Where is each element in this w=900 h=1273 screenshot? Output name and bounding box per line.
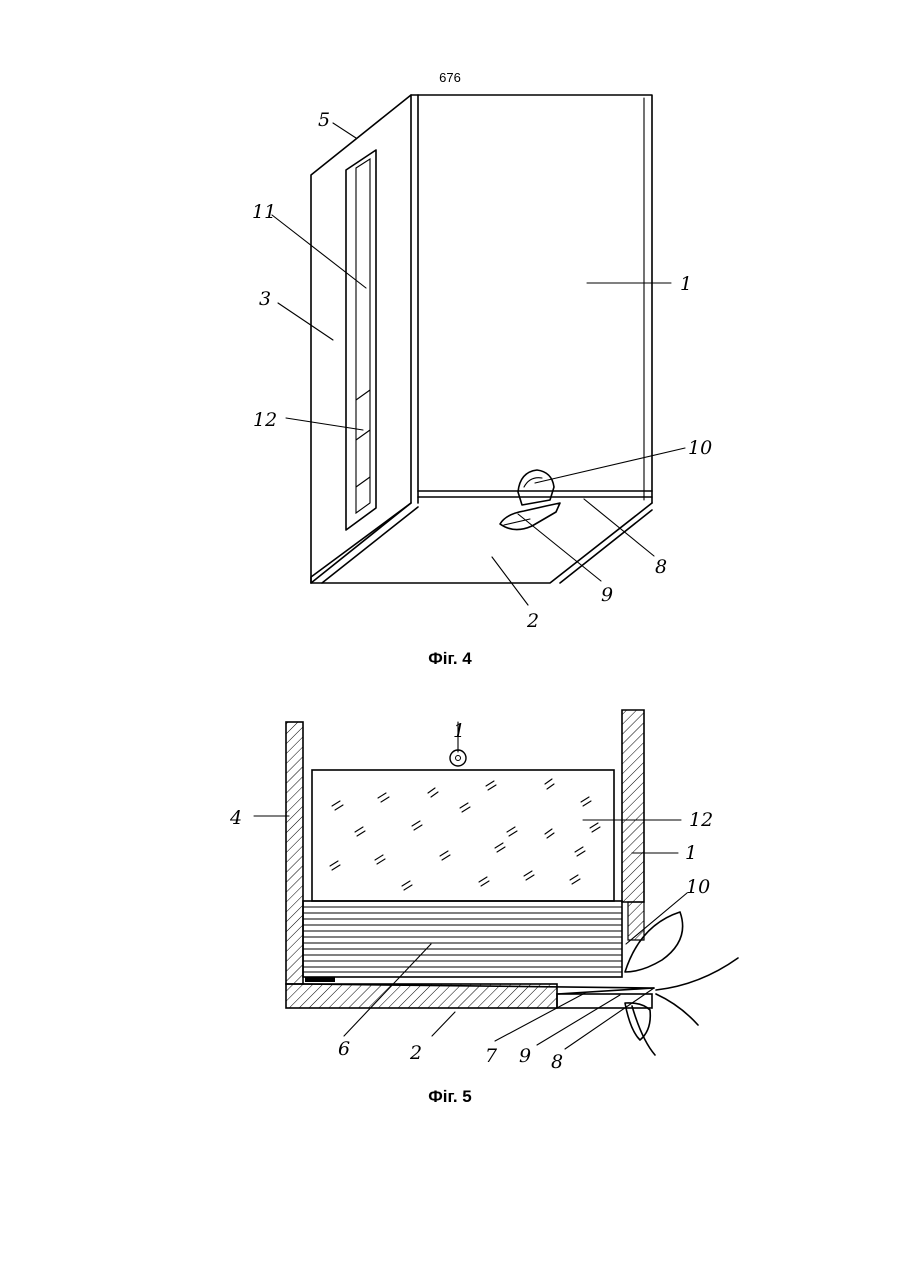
label-1: 1	[680, 273, 692, 295]
figure-5-caption: Фіг. 5	[0, 1087, 900, 1107]
figure-5-drawing	[254, 710, 738, 1055]
goods-stack	[303, 901, 622, 977]
label-4: 4	[229, 807, 242, 829]
right-wall	[622, 710, 644, 902]
figure-4-caption: Фіг. 4	[0, 649, 900, 669]
glass-texture	[330, 779, 600, 890]
label-3: 3	[259, 288, 271, 310]
label-12: 12	[689, 809, 713, 831]
label-2: 2	[409, 1042, 422, 1064]
label-7: 7	[485, 1045, 498, 1067]
label-8: 8	[655, 556, 667, 578]
label-12: 12	[253, 409, 277, 431]
opener-knob	[518, 470, 554, 505]
label-9: 9	[519, 1045, 531, 1067]
label-6: 6	[338, 1038, 350, 1060]
floor-slab	[286, 984, 557, 1008]
label-11: 11	[252, 201, 276, 223]
window-frame	[346, 150, 376, 530]
label-9: 9	[601, 584, 613, 606]
label-10: 10	[686, 876, 710, 898]
left-wall	[286, 722, 303, 984]
back-panel	[418, 95, 652, 503]
figure-4-drawing	[272, 95, 685, 605]
label-2: 2	[526, 610, 539, 632]
label-8: 8	[551, 1051, 563, 1073]
foot-lever	[500, 503, 560, 530]
label-1-hook: 1	[453, 720, 465, 742]
label-10: 10	[688, 437, 712, 459]
label-5: 5	[318, 109, 330, 131]
label-1-wall: 1	[685, 842, 697, 864]
